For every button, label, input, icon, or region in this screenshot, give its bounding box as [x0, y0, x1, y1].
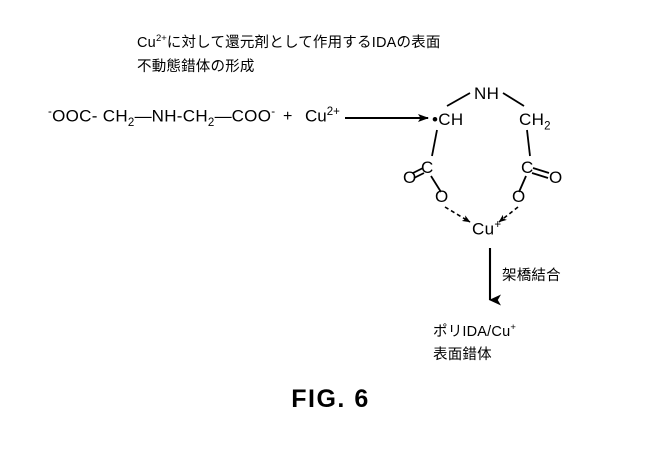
atom-label-ch-radical: •CH [432, 110, 464, 129]
product-label-copper-charge: + [510, 322, 517, 333]
bond-c-o-double-right-a [532, 167, 550, 174]
reactant-coo: COO [231, 106, 272, 126]
diagram-title-line-2: 不動態錯体の形成 [137, 58, 255, 75]
diagram-title: Cu2+に対して還元剤として作用するIDAの表面 不動態錯体の形成 [137, 27, 557, 79]
atom-label-copper-charge: + [494, 219, 502, 231]
atom-label-oxygen-right-double: O [549, 168, 563, 187]
atom-label-ch2-text: CH [519, 110, 545, 129]
atom-label-oxygen-left-double: O [403, 168, 417, 187]
reactant-trailing-charge: - [271, 106, 276, 118]
reactant-ch2-a: CH [102, 106, 128, 126]
bond-ch2-c-right [526, 129, 531, 157]
product-label-line-2: 表面錯体 [433, 346, 492, 363]
diagram-title-line-1: Cu2+に対して還元剤として作用するIDAの表面 [137, 27, 557, 55]
title-cu-symbol: Cu [137, 34, 156, 51]
coordination-arrow-left [444, 206, 471, 223]
reactant-formula: -OOC- CH2—NH-CH2—COO- [48, 106, 275, 129]
reactant-dash-4: — [214, 106, 232, 126]
bond-c-o-double-left-a [412, 167, 424, 174]
bond-c-o-single-right [518, 175, 527, 193]
atom-label-copper-complex: Cu+ [472, 219, 501, 240]
coordination-arrow-right [498, 206, 519, 223]
figure-caption: FIG. 6 [291, 385, 370, 413]
reactant-ch2-a-sub: 2 [127, 117, 135, 130]
reactant-ch2-b-sub: 2 [207, 117, 215, 130]
title-line-1-text: に対して還元剤として作用するIDAの表面 [166, 34, 441, 51]
atom-label-nh: NH [474, 84, 500, 103]
bond-ch-c-left [431, 129, 438, 157]
atom-label-ch2-sub: 2 [544, 120, 551, 133]
reactant-dash-3: - [176, 106, 183, 126]
product-label-line-1-text: ポリIDA/Cu [433, 323, 511, 340]
atom-label-ch2: CH2 [519, 110, 551, 132]
bond-nh-ch [446, 92, 471, 107]
reactant-dash-1: - [91, 106, 98, 126]
plus-sign: + [283, 108, 293, 125]
atom-label-carbon-left: C [421, 158, 434, 177]
reactant-leading-charge: - [48, 106, 53, 118]
reactant-ch2-b: CH [182, 106, 208, 126]
product-label: ポリIDA/Cu+ 表面錯体 [433, 316, 516, 367]
crosslink-label: 架橋結合 [502, 268, 561, 284]
atom-label-oxygen-right-single: O [512, 187, 526, 206]
copper-reactant-symbol: Cu [305, 106, 327, 126]
reactant-ooc: OOC [52, 106, 92, 126]
bond-nh-ch2 [502, 92, 525, 107]
reactant-nh: NH [151, 106, 177, 126]
atom-label-carbon-right: C [521, 158, 534, 177]
bond-c-o-single-left [430, 175, 442, 193]
copper-reactant-charge: 2+ [326, 106, 340, 118]
title-cu-charge: 2+ [155, 33, 167, 44]
reactant-dash-2: — [134, 106, 152, 126]
atom-label-oxygen-left-single: O [435, 187, 449, 206]
bond-c-o-double-left-b [413, 172, 425, 179]
product-label-line-1: ポリIDA/Cu+ [433, 316, 516, 344]
atom-label-copper-symbol: Cu [472, 219, 495, 239]
copper-reactant: Cu2+ [305, 106, 340, 127]
bond-c-o-double-right-b [531, 172, 549, 179]
